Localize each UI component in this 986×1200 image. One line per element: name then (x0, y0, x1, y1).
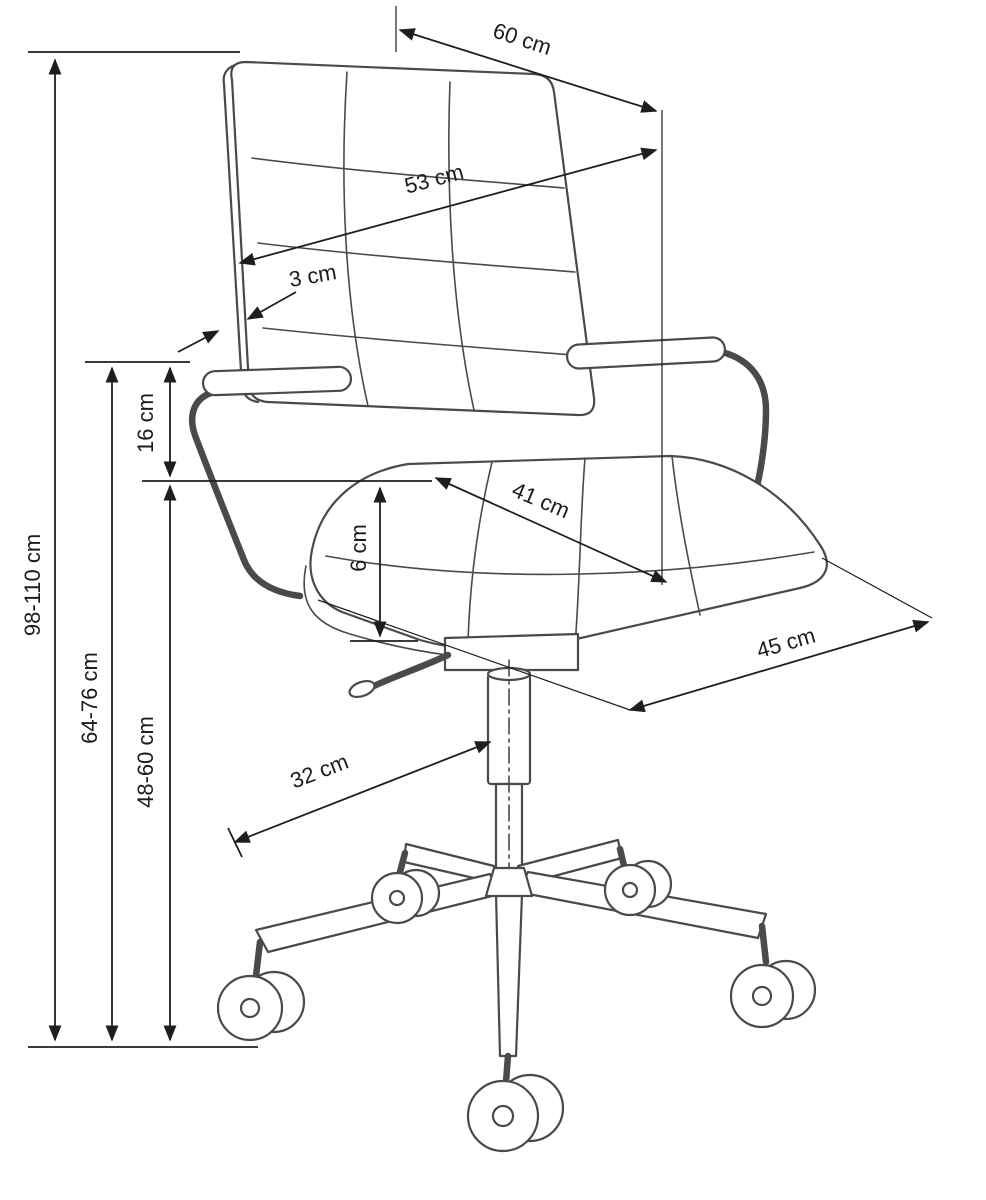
tilt-lever-handle (348, 679, 376, 699)
dim-base-span: 32 cm (227, 741, 492, 858)
armrest-right-pad (565, 336, 727, 370)
dim-extension (317, 599, 631, 711)
caster-hub (239, 997, 261, 1019)
caster-hub (751, 985, 773, 1007)
caster-stem (502, 1052, 512, 1086)
dim-armrest-above-seat: 16 cm (133, 366, 432, 482)
chair-base (254, 838, 768, 1058)
dim-armrest-above-seat-label: 16 cm (133, 393, 158, 453)
base-hub (484, 866, 534, 898)
dim-line (628, 619, 930, 713)
caster-hub (388, 889, 406, 907)
caster-right (729, 922, 817, 1029)
armrest-left-tube (188, 388, 304, 600)
chair-seat (303, 454, 828, 660)
dim-armrest-height: 64-76 cm (77, 361, 190, 1042)
base-leg-front (494, 892, 524, 1058)
chair-backrest (222, 60, 596, 417)
caster-back-left (370, 849, 441, 925)
chair-armrest-right (565, 336, 770, 560)
caster-back-right (603, 845, 673, 917)
seat-cushion (309, 454, 828, 651)
tilt-lever (370, 651, 452, 690)
caster-stem (396, 849, 409, 876)
dim-line (233, 741, 492, 843)
chair-drawing (188, 60, 828, 1153)
dim-arrow-upper (246, 291, 297, 320)
dim-seat-thickness-label: 6 cm (346, 524, 371, 572)
caster-stem (252, 938, 264, 980)
dim-seat-height: 48-60 cm (133, 484, 177, 1042)
caster-left (216, 938, 306, 1042)
caster-hub (491, 1104, 515, 1128)
dim-base-span-label: 32 cm (287, 749, 352, 794)
chair-armrest-left (188, 365, 353, 600)
caster-front (466, 1052, 565, 1153)
dim-extension (821, 557, 933, 619)
armrest-left-pad (201, 365, 353, 397)
caster-stem (758, 922, 770, 966)
dim-line (398, 28, 658, 113)
dim-seat-thickness: 6 cm (346, 486, 418, 642)
dim-arrow-lower (177, 330, 220, 353)
dim-tick (227, 827, 243, 858)
dim-line (238, 147, 658, 266)
seat-quilt-col-3 (671, 455, 701, 616)
chair-gas-lift (486, 659, 532, 891)
dim-seat-height-label: 48-60 cm (133, 716, 158, 808)
chair-tilt-mechanism (348, 632, 580, 699)
dim-armrest-height-label: 64-76 cm (77, 652, 102, 744)
backrest-face (230, 60, 596, 417)
caster-hub (621, 881, 639, 899)
dim-line (434, 477, 668, 583)
backrest-quilt-row-3 (262, 327, 587, 357)
dim-total-height: 98-110 cm (20, 51, 258, 1048)
dim-total-height-label: 98-110 cm (20, 534, 45, 636)
caster-stem (616, 845, 628, 870)
dim-backrest-top-width-label: 60 cm (490, 18, 555, 60)
chair-casters (216, 845, 817, 1153)
